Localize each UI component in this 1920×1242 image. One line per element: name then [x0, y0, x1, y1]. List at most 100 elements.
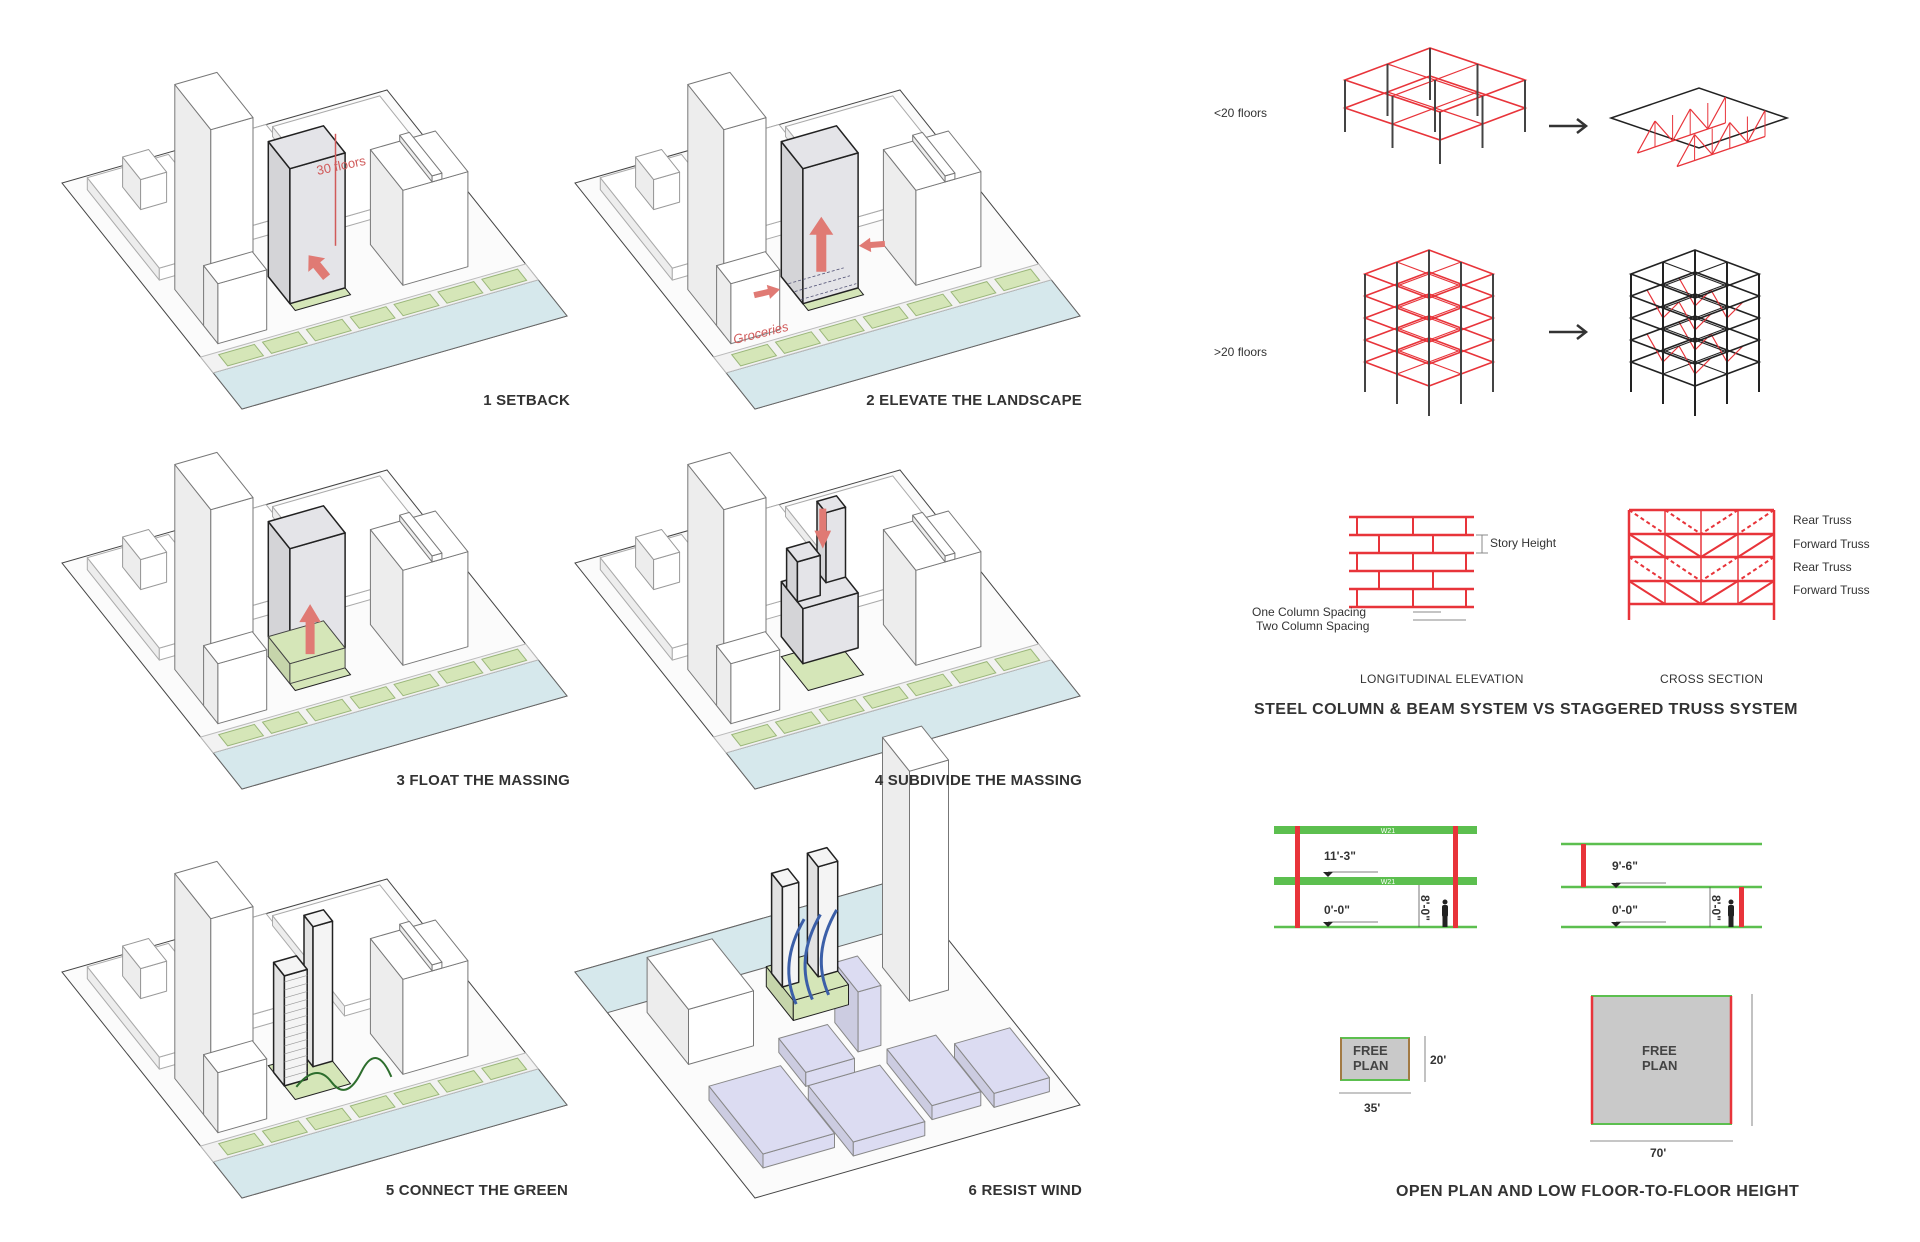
roof-fin-roof: [399, 920, 443, 966]
cross-section: [1627, 508, 1776, 620]
panel-title-elevate: 2 ELEVATE THE LANDSCAPE: [866, 392, 1082, 409]
arrow-head: [1576, 324, 1589, 340]
facade-line: [284, 1047, 308, 1055]
truss-diagonal: [1711, 122, 1731, 155]
small-plan-label-line2: PLAN: [1353, 1058, 1389, 1073]
waterfront-park: [349, 1095, 396, 1118]
site-panel-2: Groceries: [574, 71, 1081, 410]
rear-truss-diagonal: [1664, 509, 1702, 535]
truss-diagonal: [1662, 301, 1680, 319]
waterfront-park: [481, 268, 528, 292]
tall-l-tower-roof: [687, 451, 767, 511]
lavender-block-roof: [954, 1027, 1050, 1094]
waterfront-park: [393, 673, 440, 697]
clear-height-right: 8'-0": [1709, 895, 1723, 921]
l-tower-wing: [716, 251, 781, 345]
free-plan-small: [1339, 1036, 1426, 1094]
tall-l-tower-roof: [687, 71, 767, 131]
facade-line: [284, 1023, 308, 1031]
facade-line: [284, 1063, 308, 1071]
tower-east-roof: [806, 846, 839, 868]
forward-truss-diagonal: [1737, 533, 1775, 558]
east-tower-roof: [303, 909, 334, 928]
column-left: [1295, 826, 1300, 928]
waterfront-park: [730, 343, 778, 367]
context-building: [122, 938, 168, 1000]
west-tower-side: [272, 961, 286, 1087]
facade-line: [284, 975, 308, 983]
column-right: [1453, 826, 1458, 928]
east-tower-front: [312, 920, 334, 1068]
roof-fin: [399, 131, 443, 183]
level-0-0-left: 0'-0": [1324, 903, 1350, 917]
west-tower-roof: [272, 955, 308, 977]
facade-line: [284, 1007, 308, 1015]
site-panel-4: [574, 451, 1081, 790]
waterfront-park: [349, 306, 396, 329]
label-one-column-spacing: One Column Spacing: [1252, 605, 1367, 619]
facade-line: [284, 1015, 308, 1023]
tall-tower-roof: [882, 725, 949, 772]
building-massing-roof: [267, 125, 346, 170]
truss-diagonal: [1707, 96, 1726, 130]
rear-truss-diagonal: [1700, 556, 1739, 582]
west-tower: [272, 955, 308, 1087]
waterfront-park: [950, 661, 997, 684]
tower-east-side: [806, 852, 819, 978]
curved-roof-building-front: [402, 171, 469, 286]
context-building-roof: [122, 938, 168, 970]
subdivide-arrow: [814, 508, 832, 549]
column-beam-frame-high: [1362, 249, 1496, 416]
small-plan-label-line1: FREE: [1353, 1043, 1388, 1058]
label-forward-truss-1: Forward Truss: [1793, 537, 1870, 551]
small-plan-depth: 20': [1430, 1053, 1447, 1067]
setback-arrow: [308, 255, 331, 280]
forward-truss-diagonal: [1628, 580, 1666, 605]
facade-line: [284, 1039, 308, 1047]
facade-line: [284, 999, 308, 1007]
tower-west-roof: [770, 868, 800, 888]
truss-diagonal: [1662, 345, 1680, 363]
l-tower-wing-roof: [203, 631, 268, 665]
rear-truss-diagonal: [1664, 556, 1702, 582]
context-building-roof: [122, 149, 168, 181]
truss-diagonal: [1646, 289, 1664, 319]
site-panel-6: [574, 725, 1081, 1199]
curved-roof-building: [882, 130, 982, 286]
building-massing: [780, 125, 859, 305]
truss-diagonal: [1694, 313, 1712, 331]
west-tower-roof: [785, 541, 821, 563]
l-tower-wing: [203, 1040, 268, 1134]
curved-roof-building-front: [402, 551, 469, 666]
legs: [1442, 916, 1448, 927]
west-tower-front: [796, 554, 821, 603]
truss-column: [1739, 887, 1744, 927]
lavender-block: [886, 1034, 982, 1121]
curved-roof-building: [369, 510, 469, 666]
waterfront-park: [950, 281, 997, 304]
panel-title-float: 3 FLOAT THE MASSING: [396, 772, 570, 789]
rear-truss-diagonal: [1628, 509, 1666, 535]
level-marker-icon: [1323, 872, 1333, 877]
lavender-block-roof: [778, 1024, 855, 1073]
free-plan-large: [1590, 994, 1753, 1142]
forward-truss-diagonal: [1664, 533, 1702, 558]
truss-diagonal: [1678, 301, 1696, 331]
forward-truss-diagonal: [1664, 580, 1702, 605]
roof-fin-roof: [912, 511, 956, 557]
facade-line: [284, 1031, 308, 1039]
curved-roof-building-front: [915, 551, 982, 666]
w21-beam-lower: [1274, 877, 1477, 885]
label-rear-truss-1: Rear Truss: [1793, 513, 1852, 527]
wind-flow-curve: [819, 909, 838, 996]
curved-roof-building-roof: [646, 938, 754, 1010]
torso: [1728, 905, 1734, 917]
truss-diagonal: [1726, 301, 1744, 319]
elevate-arrow: [809, 216, 834, 272]
facade-line: [284, 1071, 308, 1079]
context-building: [635, 149, 681, 211]
green-connection-path: [295, 1057, 393, 1091]
building-massing-side: [267, 140, 291, 305]
l-tower-wing-roof: [716, 251, 781, 285]
clear-height-left: 8'-0": [1418, 895, 1432, 921]
